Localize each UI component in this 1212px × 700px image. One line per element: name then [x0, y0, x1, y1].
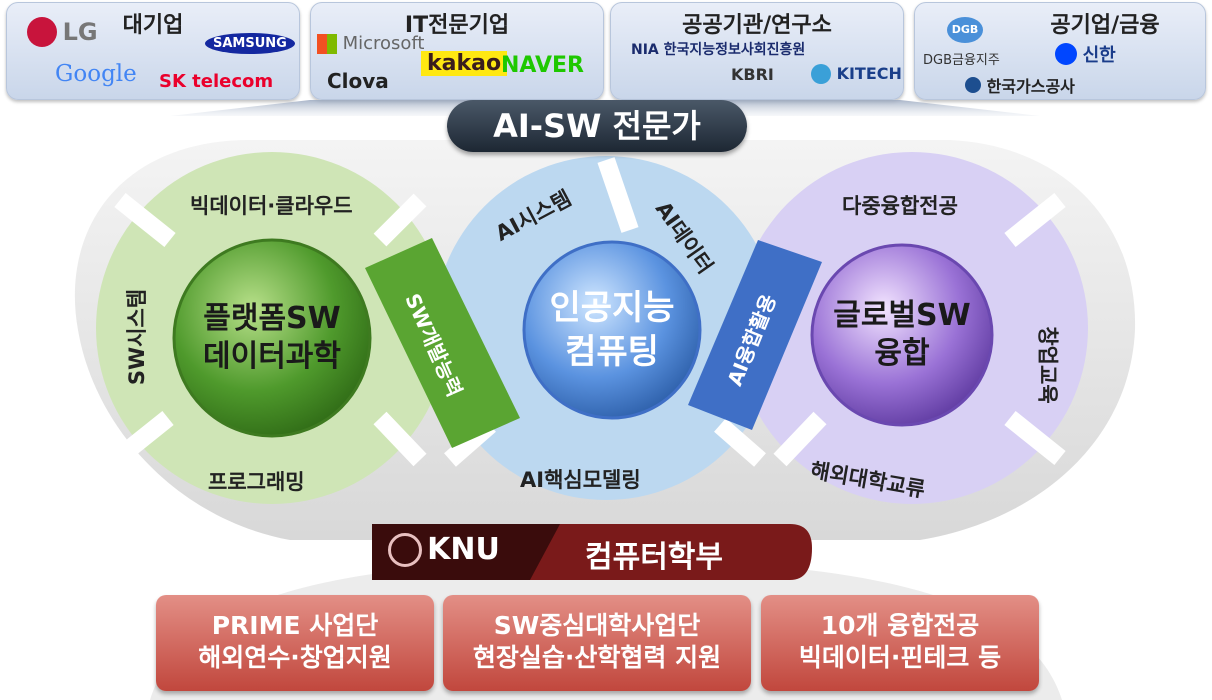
partner-title: 공공기관/연구소	[682, 13, 832, 38]
nia-logo: NIA 한국지능정보사회진흥원	[631, 42, 806, 58]
right-core-label: 글로벌SW 융합	[833, 298, 971, 371]
clova-logo: Clova	[327, 69, 389, 93]
google-logo: Google	[55, 61, 137, 87]
center-core-circle	[522, 240, 702, 420]
left-core-label: 플랫폼SW 데이터과학	[203, 301, 341, 374]
partner-title: IT전문기업	[404, 13, 510, 38]
segment-programming: 프로그래밍	[208, 470, 305, 494]
segment-bigdata-cloud: 빅데이터·클라우드	[190, 194, 353, 218]
right-ring-dividers	[773, 192, 1066, 467]
lg-logo: LG	[27, 17, 98, 47]
program-line2: 해외연수·창업지원	[198, 643, 392, 672]
dgb-group-logo: DGB금융지주	[923, 53, 1000, 68]
segment-sw-system: SW시스템	[125, 288, 150, 386]
segment-multi-convergence-major: 다중융합전공	[842, 194, 958, 218]
program-line1: PRIME 사업단	[211, 611, 379, 640]
samsung-logo: SAMSUNG	[205, 33, 295, 54]
segment-ai-core-modeling: AI핵심모델링	[520, 468, 641, 492]
ai-sw-expert-banner: AI-SW 전문가	[447, 100, 747, 152]
knu-logo: KNU	[388, 532, 500, 567]
partner-title: 대기업	[122, 13, 184, 38]
partner-box-it: IT전문기업 Microsoft kakao NAVER Clova	[310, 2, 604, 100]
naver-logo: NAVER	[501, 53, 584, 78]
program-box-convergence-majors: 10개 융합전공 빅데이터·핀테크 등	[761, 595, 1039, 691]
kitech-logo: KITECH	[811, 63, 902, 84]
partner-box-large-corp: 대기업 LG SAMSUNG Google SK telecom	[6, 2, 300, 100]
kbri-logo: KBRI	[731, 65, 774, 84]
left-core-circle	[172, 238, 372, 438]
partner-title: 공기업/금융	[1050, 13, 1160, 38]
sk-telecom-logo: SK telecom	[159, 71, 274, 92]
kakao-logo: kakao	[421, 51, 508, 76]
department-name: 컴퓨터학부	[585, 540, 723, 575]
program-line2: 현장실습·산학협력 지원	[472, 643, 722, 672]
shinhan-logo: 신한	[1055, 41, 1116, 67]
center-core-label: 인공지능 컴퓨팅	[549, 288, 675, 372]
dgb-logo: DGB	[947, 17, 983, 43]
program-line1: 10개 융합전공	[820, 611, 980, 640]
segment-startup-education: 창업교육	[1035, 326, 1060, 404]
program-line1: SW중심대학사업단	[493, 611, 701, 640]
left-ring-dividers	[112, 192, 427, 467]
microsoft-logo: Microsoft	[317, 33, 425, 54]
right-core-circle	[810, 243, 994, 427]
partner-box-finance: 공기업/금융 DGB DGB금융지주 신한 한국가스공사	[914, 2, 1206, 100]
program-box-prime: PRIME 사업단 해외연수·창업지원	[156, 595, 434, 691]
partner-box-public: 공공기관/연구소 NIA 한국지능정보사회진흥원 KBRI KITECH	[610, 2, 904, 100]
program-line2: 빅데이터·핀테크 등	[798, 643, 1002, 672]
kogas-logo: 한국가스공사	[965, 73, 1075, 97]
department-logo-panel	[372, 524, 560, 580]
program-box-sw-centered: SW중심대학사업단 현장실습·산학협력 지원	[443, 595, 751, 691]
connector-right-arrow	[688, 240, 822, 430]
connector-left-arrow	[365, 238, 520, 448]
